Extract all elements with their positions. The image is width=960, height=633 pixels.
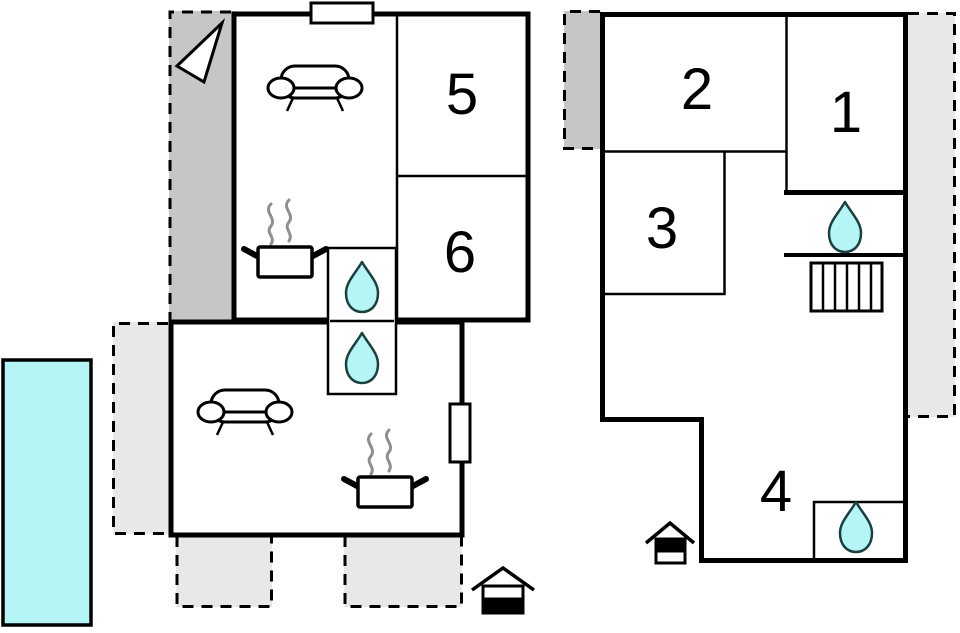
terrace-left-dashed-border [112, 322, 168, 535]
terrace-bottom-1-dashed-border [175, 536, 273, 608]
room-label: 5 [446, 62, 478, 127]
room-label: 3 [646, 196, 678, 261]
annex-dashed-border [563, 10, 600, 150]
terrace-right-dashed-border [908, 12, 956, 418]
terrace-right [908, 13, 955, 417]
annex-dashed-border [168, 10, 234, 323]
terrace-left [113, 322, 169, 534]
swimming-pool [1, 358, 93, 627]
lower-section-walls [168, 319, 465, 538]
room-label: 2 [681, 57, 713, 122]
north-arrow-icon [174, 17, 226, 85]
stairs-icon [809, 261, 884, 313]
house-level-indicator-upper-icon [644, 520, 696, 565]
terrace-bottom-2 [344, 537, 462, 607]
terrace-bottom-1 [176, 537, 272, 607]
annex-area [564, 11, 601, 149]
room-label: 1 [830, 80, 862, 145]
left-plan: 5 6 [1, 1, 536, 627]
house-level-indicator-lower-icon [470, 565, 536, 615]
right-plan: 2 1 3 4 [563, 10, 956, 565]
bathroom-box-room4 [812, 500, 905, 559]
window-right [448, 402, 472, 464]
room-label: 6 [444, 220, 476, 285]
window-top [309, 1, 375, 25]
room-label: 4 [760, 459, 792, 524]
